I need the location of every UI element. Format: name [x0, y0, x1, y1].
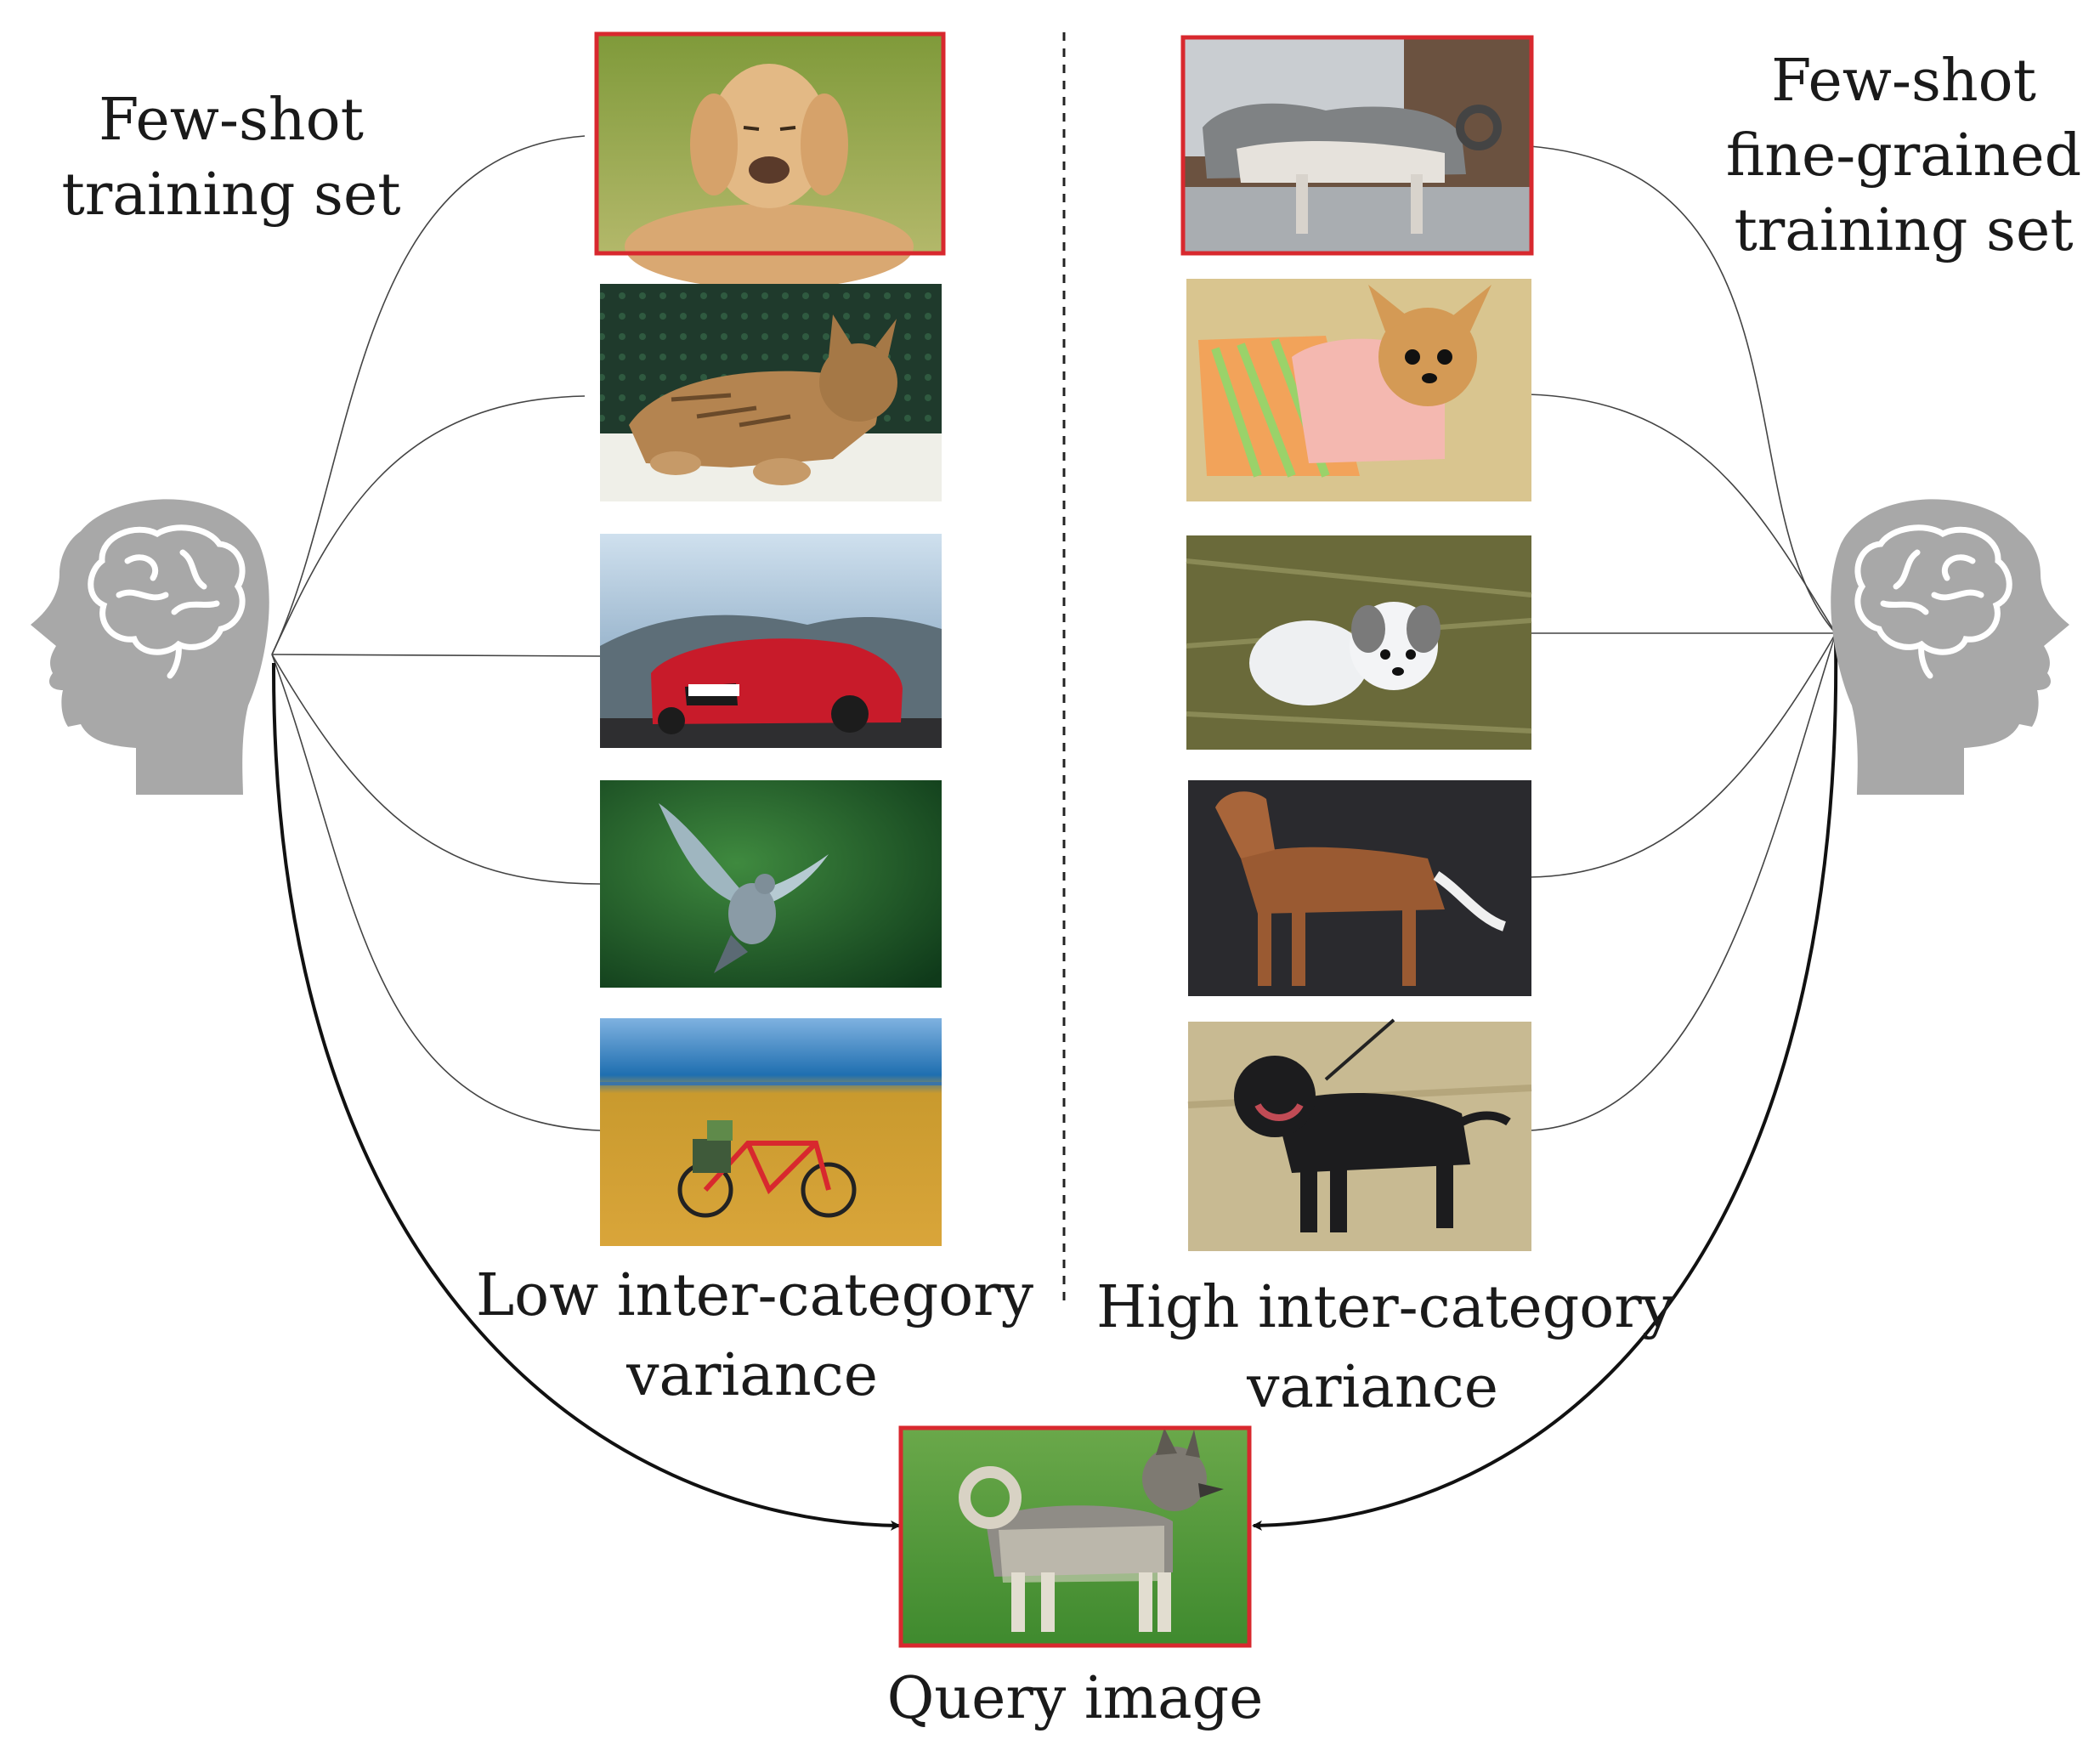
right-title-line-2: fine-grained	[1725, 122, 2082, 190]
red-sports-car-photo	[600, 534, 942, 748]
right-variance-line-2: variance	[1247, 1354, 1498, 1421]
left-title: Few-shot training set	[53, 83, 410, 233]
right-title-line-1: Few-shot	[1771, 48, 2036, 115]
husky-on-truck-photo	[1180, 35, 1534, 256]
query-caption: Query image	[886, 1665, 1264, 1732]
right-title: Few-shot fine-grained training set	[1708, 44, 2099, 269]
left-variance-line-2: variance	[626, 1342, 878, 1409]
left-learner-head-icon	[31, 499, 269, 795]
right-title-line-3: training set	[1734, 197, 2074, 264]
white-shih-tzu-photo	[1186, 535, 1532, 750]
right-query-arrow	[1252, 637, 1838, 1531]
right-learner-head-icon	[1831, 499, 2069, 795]
left-variance-label: Low inter-category variance	[476, 1256, 1034, 1416]
left-title-line-1: Few-shot	[99, 87, 364, 154]
left-query-arrow	[271, 662, 901, 1531]
tabby-cat-photo	[600, 284, 942, 501]
right-variance-label: High inter-category variance	[1096, 1268, 1675, 1428]
left-connectors	[271, 135, 601, 1131]
chihuahua-photo	[1186, 279, 1531, 501]
left-variance-line-1: Low inter-category	[476, 1262, 1034, 1329]
brown-hound-photo	[1188, 780, 1531, 996]
left-title-line-2: training set	[61, 161, 401, 229]
flying-pigeon-photo	[600, 780, 942, 988]
black-staffordshire-photo	[1187, 1018, 1532, 1251]
bicycle-in-field-photo	[600, 1018, 942, 1246]
golden-retriever-photo	[594, 31, 946, 289]
norwegian-elkhound-photo	[898, 1425, 1252, 1648]
right-connectors	[1527, 145, 1837, 1131]
right-variance-line-1: High inter-category	[1096, 1274, 1675, 1341]
